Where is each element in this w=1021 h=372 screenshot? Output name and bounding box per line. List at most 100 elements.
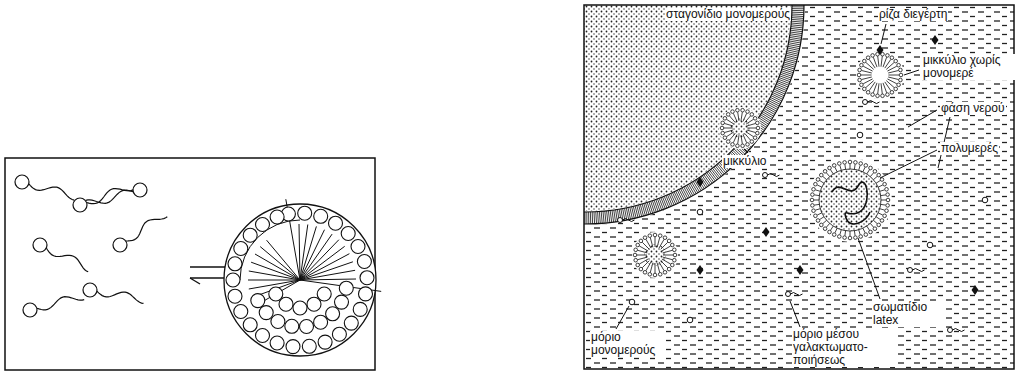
surfactant-head <box>816 178 820 182</box>
surfactant-tail <box>840 166 841 171</box>
emulsifier-tick <box>654 200 658 211</box>
surfactant-head <box>866 91 870 95</box>
surfactant-tail <box>738 112 739 121</box>
surfactant-head <box>848 160 852 164</box>
surfactant-head <box>810 198 814 202</box>
emulsifier-tick <box>791 28 803 29</box>
surfactant-tail <box>881 56 882 67</box>
surfactant-tail <box>881 83 882 94</box>
surfactant-tail <box>823 176 827 179</box>
micelle-monomer <box>730 118 750 138</box>
surfactant-tail <box>826 223 829 227</box>
emulsifier-tick <box>605 211 606 223</box>
emulsifier-tick <box>792 6 804 7</box>
surfactant-head <box>859 162 863 166</box>
emulsifier-tick <box>782 67 794 71</box>
surfactant-head <box>653 233 657 237</box>
surfactant-tail <box>861 75 872 76</box>
surfactant-head <box>863 87 867 91</box>
surfactant-head <box>899 73 903 77</box>
surfactant-tail <box>814 200 819 201</box>
tail-spoke <box>255 254 300 280</box>
emulsifier-tick <box>783 66 794 70</box>
surfactant-head <box>871 54 875 58</box>
surfactant-tail <box>850 231 851 236</box>
surfactant-head <box>858 68 862 72</box>
surfactant-tail <box>655 263 656 273</box>
surfactant-tail <box>727 132 734 137</box>
surfactant-tail <box>835 228 837 233</box>
figure-label: μόριο μονομερούς <box>590 331 664 357</box>
surfactant-head <box>753 136 757 140</box>
surfactant-tail <box>738 135 739 144</box>
surfactant-head <box>864 233 868 237</box>
surfactant-head <box>673 253 677 257</box>
surfactant-head <box>302 339 316 353</box>
surfactant-head <box>832 233 836 237</box>
surfactant-head <box>673 248 677 252</box>
surfactant-tail <box>650 263 653 273</box>
surfactant-head <box>746 143 750 147</box>
surfactant-head <box>335 295 349 309</box>
surfactant-head <box>234 305 248 319</box>
surfactant-head <box>293 301 307 315</box>
surfactant-head <box>736 144 740 148</box>
surfactant-tail <box>655 237 656 247</box>
surfactant-head <box>741 108 745 112</box>
surfactant-tail <box>888 75 899 76</box>
emulsifier-tick <box>597 212 599 224</box>
emulsifier-head <box>948 328 953 333</box>
emulsifier-tick <box>590 212 591 224</box>
surfactant-tail <box>820 217 824 220</box>
surfactant-head <box>721 121 725 125</box>
surfactant-head <box>344 316 358 330</box>
initiator-radical <box>972 285 979 295</box>
surfactant-tail <box>820 181 824 184</box>
surfactant-tail <box>854 231 856 236</box>
surfactant-head <box>332 327 346 341</box>
surfactant-tail <box>733 135 737 143</box>
surfactant-tail <box>817 213 822 215</box>
surfactant-head <box>633 253 637 257</box>
monomer-molecule <box>629 299 635 305</box>
surfactant-head <box>886 204 890 208</box>
surfactant-head <box>838 162 842 166</box>
emulsifier-tick <box>644 204 647 216</box>
surfactant-tail <box>662 246 671 251</box>
surfactant-head <box>286 340 300 354</box>
surfactant-tail <box>126 217 168 241</box>
emulsifier-tick <box>614 210 616 222</box>
emulsifier-tick <box>781 71 792 75</box>
surfactant-tail <box>886 81 894 88</box>
surfactant-head <box>329 216 343 230</box>
surfactant-head <box>269 287 283 301</box>
surfactant-head <box>828 230 832 234</box>
tail-spoke <box>260 247 300 280</box>
tail-spoke <box>299 224 300 280</box>
emulsifier-tick <box>780 76 791 80</box>
surfactant-head <box>243 318 257 332</box>
surfactant-head <box>228 257 242 271</box>
surfactant-head <box>886 198 890 202</box>
surfactant-head <box>885 188 889 192</box>
surfactant-head <box>899 78 903 82</box>
surfactant-head <box>639 267 643 271</box>
surfactant-head <box>360 271 374 285</box>
figure-label: μικκύλιο χωρίς μονομερέ <box>922 54 1016 80</box>
surfactant-tail <box>46 248 88 272</box>
initiator-radical <box>797 265 804 275</box>
surfactant-tail <box>724 128 733 129</box>
surfactant-head <box>648 273 652 277</box>
surfactant-head <box>341 227 355 241</box>
surfactant-tail <box>862 77 872 80</box>
emulsifier-tick <box>790 34 802 36</box>
surfactant-head <box>885 209 889 213</box>
emulsifier-tick <box>592 212 593 224</box>
surfactant-head <box>820 173 824 177</box>
emulsifier-tick <box>790 32 802 34</box>
surfactant-head <box>890 91 894 95</box>
surfactant-head <box>756 121 760 125</box>
surfactant-head <box>351 240 365 254</box>
surfactant-head <box>869 166 873 170</box>
surfactant-tail <box>816 209 821 210</box>
